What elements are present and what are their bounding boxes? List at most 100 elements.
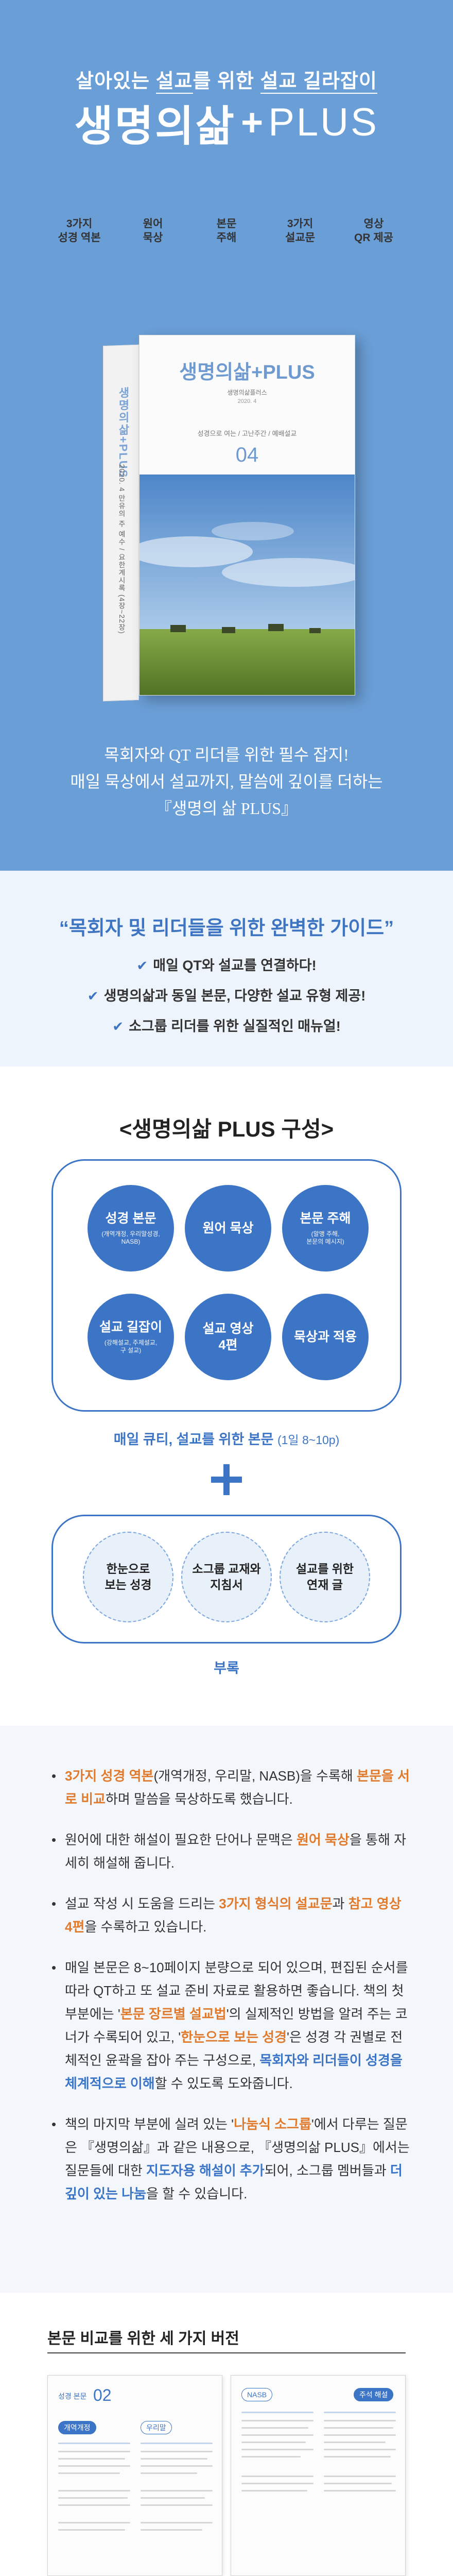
badge-bible-versions: 3가지 성경 역본 xyxy=(58,217,101,244)
note-text: 되어, 소그룹 멤버들과 xyxy=(264,2162,390,2178)
note-item: 설교 작성 시 도움을 드리는 3가지 형식의 설교문과 참고 영상 4편을 수… xyxy=(51,1892,412,1939)
badge-video-qr: 영상 QR 제공 xyxy=(354,217,393,244)
highlight-text: 본문을 서로 비교 xyxy=(65,1768,410,1807)
section-number: 02 xyxy=(93,2386,112,2404)
guide-item: ✔ 소그룹 리더를 위한 실질적인 매뉴얼! xyxy=(0,1015,453,1035)
note-text: 매일 본문은 8~10페이지 분량으로 되어 있으며, 편집된 순서를 따라 Q… xyxy=(65,1959,408,2022)
sample-page-right: NASB 주석 해설 xyxy=(231,2375,406,2576)
book-line: 2020. 4 xyxy=(237,398,257,404)
highlight-text: 참고 영상 4편 xyxy=(65,1895,402,1935)
appendix-circle: 한눈으로 보는 성경 xyxy=(83,1532,173,1622)
note-text: 을 수록하고 있습니다. xyxy=(84,1919,207,1935)
hero-section: 살아있는 설교를 위한 설교 길라잡이 생명의삶+PLUS 3가지 성경 역본 … xyxy=(0,0,453,871)
compare-title: 본문 비교를 위한 세 가지 버전 xyxy=(47,2330,239,2347)
caption-main: 매일 큐티, 설교를 위한 본문 xyxy=(113,1432,277,1447)
desc-line: 목회자와 QT 리더를 위한 필수 잡지! xyxy=(104,745,349,764)
version-pill: 개역개정 xyxy=(58,2421,96,2434)
divider xyxy=(47,2352,406,2353)
check-icon: ✔ xyxy=(87,988,99,1004)
guide-item: ✔ 매일 QT와 설교를 연결하다! xyxy=(0,954,453,974)
note-item: 원어에 대한 해설이 필요한 단어나 문맥은 원어 묵상을 통해 자세히 해설해… xyxy=(51,1828,412,1875)
badge-sermons: 3가지 설교문 xyxy=(285,217,315,244)
note-text: 책의 마지막 부분에 실려 있는 ' xyxy=(65,2116,234,2132)
book-front-cover: 생명의삶+PLUS 생명의삶플러스 2020. 4 성경으로 여는 / 고난주간… xyxy=(139,335,355,696)
caption-sub: (1일 8~10p) xyxy=(277,1433,340,1447)
guide-item-text: 생명의삶과 동일 본문, 다양한 설교 유형 제공! xyxy=(103,988,366,1004)
circle-subtitle: (강해설교, 주제설교, 구 설교) xyxy=(104,1338,158,1354)
note-text: 과 xyxy=(332,1895,349,1911)
circle-subtitle: (개역개정, 우리말성경, NASB) xyxy=(101,1230,160,1246)
circle-bible-text: 성경 본문 (개역개정, 우리말성경, NASB) xyxy=(88,1185,174,1272)
guide-title: “목회자 및 리더들을 위한 완벽한 가이드” xyxy=(59,918,394,939)
logo-plus-word: PLUS xyxy=(268,100,379,144)
desc-line: 매일 묵상에서 설교까지, 말씀에 깊이를 더하는 xyxy=(70,772,383,791)
guide-item-text: 매일 QT와 설교를 연결하다! xyxy=(153,958,317,973)
circle-original-language: 원어 묵상 xyxy=(185,1185,271,1272)
appendix-circle: 소그룹 교재와 지침서 xyxy=(181,1532,272,1622)
note-text: 설교 작성 시 도움을 드리는 xyxy=(65,1895,219,1911)
note-text: '의 실제적인 방법을 알려 주는 코너가 수록되어 있고, ' xyxy=(65,2006,408,2045)
guide-item-text: 소그룹 리더를 위한 실질적인 매뉴얼! xyxy=(129,1019,341,1034)
highlight-text: 3가지 형식의 설교문 xyxy=(219,1895,333,1911)
note-text: 을 통해 자세히 해설해 줍니다. xyxy=(65,1832,407,1871)
appendix-circle: 설교를 위한 연재 글 xyxy=(280,1532,370,1622)
highlight-text: 원어 묵상 xyxy=(296,1832,350,1848)
section-label: 성경 본문 xyxy=(58,2392,87,2400)
highlight-text: 나눔식 소그룹 xyxy=(234,2116,311,2132)
check-icon: ✔ xyxy=(136,958,148,973)
note-text: (개역개정, 우리말, NASB)을 수록해 xyxy=(153,1768,357,1784)
book-cover-image: 생명의삶+PLUS 2020. 4 만유의 주 예수 / 요한계시록 (4장~2… xyxy=(103,335,360,706)
version-pill: NASB xyxy=(241,2388,273,2401)
circle-title: 묵상과 적용 xyxy=(294,1329,357,1344)
note-text: 원어에 대한 해설이 필요한 단어나 문맥은 xyxy=(65,1832,297,1848)
appendix-box: 한눈으로 보는 성경 소그룹 교재와 지침서 설교를 위한 연재 글 xyxy=(51,1515,402,1643)
book-logo: 생명의삶+PLUS xyxy=(179,362,315,383)
note-text: 을 할 수 있습니다. xyxy=(146,2185,248,2201)
highlight-text: 지도자용 해설이 추가 xyxy=(146,2162,265,2178)
book-issue-number: 04 xyxy=(235,444,259,466)
highlight-text: 3가지 성경 역본 xyxy=(65,1768,154,1784)
book-spine: 생명의삶+PLUS 2020. 4 만유의 주 예수 / 요한계시록 (4장~2… xyxy=(103,344,139,702)
guide-list: ✔매일 QT와 설교를 연결하다! ✔생명의삶과 동일 본문, 다양한 설교 유… xyxy=(0,954,453,1045)
product-logo: 생명의삶+PLUS xyxy=(0,92,453,164)
tagline-text: 살아있는 xyxy=(76,71,156,92)
note-item: 매일 본문은 8~10페이지 분량으로 되어 있으며, 편집된 순서를 따라 Q… xyxy=(51,1956,412,2095)
composition-section: <생명의삶 PLUS 구성> 성경 본문 (개역개정, 우리말성경, NASB)… xyxy=(0,1066,453,1726)
landscape-photo xyxy=(140,474,355,695)
notes-list: 3가지 성경 역본(개역개정, 우리말, NASB)을 수록해 본문을 서로 비… xyxy=(51,1765,412,2223)
tagline-underline: 설교 길라잡이 xyxy=(260,71,377,94)
hero-description: 목회자와 QT 리더를 위한 필수 잡지! 매일 묵상에서 설교까지, 말씀에 … xyxy=(0,742,453,822)
circle-title: 성경 본문 xyxy=(105,1211,156,1226)
tagline-text: 를 위한 xyxy=(193,71,260,92)
book-description: 성경으로 여는 / 고난주간 / 예배설교 xyxy=(197,430,297,437)
note-item: 3가지 성경 역본(개역개정, 우리말, NASB)을 수록해 본문을 서로 비… xyxy=(51,1765,412,1811)
hero-tagline: 살아있는 설교를 위한 설교 길라잡이 xyxy=(0,65,453,94)
composition-title: <생명의삶 PLUS 구성> xyxy=(119,1117,334,1141)
circle-meditation: 묵상과 적용 xyxy=(282,1294,369,1380)
compare-section: 본문 비교를 위한 세 가지 버전 성경 본문 02 개역개정 우리말 NASB… xyxy=(0,2293,453,2576)
desc-line: 『생명의 삶 PLUS』 xyxy=(155,799,298,818)
circle-sermon-guide: 설교 길잡이 (강해설교, 주제설교, 구 설교) xyxy=(88,1294,174,1380)
note-text: 하며 말씀을 묵상하도록 했습니다. xyxy=(105,1791,293,1807)
composition-caption: 매일 큐티, 설교를 위한 본문 (1일 8~10p) xyxy=(0,1428,453,1448)
sample-page-left: 성경 본문 02 개역개정 우리말 xyxy=(47,2375,222,2576)
guide-item: ✔생명의삶과 동일 본문, 다양한 설교 유형 제공! xyxy=(0,985,453,1005)
check-icon: ✔ xyxy=(112,1019,124,1034)
note-text: '은 성경 각 권별로 전체적인 윤곽을 잡아 주는 구성으로, xyxy=(65,2029,403,2068)
circle-title: 설교 영상 4편 xyxy=(202,1321,254,1353)
appendix-caption: 부록 xyxy=(214,1660,239,1676)
plus-icon xyxy=(211,1464,242,1495)
note-text: 할 수 있도록 도와줍니다. xyxy=(154,2075,293,2091)
note-item: 책의 마지막 부분에 실려 있는 '나눔식 소그룹'에서 다루는 질문은 『생명… xyxy=(51,2113,412,2206)
circle-title: 설교 길잡이 xyxy=(99,1320,162,1335)
notes-section: 3가지 성경 역본(개역개정, 우리말, NASB)을 수록해 본문을 서로 비… xyxy=(0,1726,453,2293)
circle-subtitle: (알맹 주해, 본문의 메시지) xyxy=(306,1230,344,1246)
tagline-underline: 설교 xyxy=(155,71,193,94)
spine-subtitle: 2020. 4 만유의 주 예수 / 요한계시록 (4장~22장) xyxy=(118,464,126,635)
badge-original-language: 원어 묵상 xyxy=(143,217,163,244)
highlight-text: 목회자와 리더들이 성경을 체계적으로 이해 xyxy=(65,2052,403,2091)
book-line: 생명의삶플러스 xyxy=(227,389,267,396)
circle-title: 본문 주해 xyxy=(300,1211,351,1226)
circle-title: 원어 묵상 xyxy=(202,1221,254,1235)
feature-badges: 3가지 성경 역본 원어 묵상 본문 주해 3가지 설교문 영상 QR 제공 xyxy=(47,199,406,266)
